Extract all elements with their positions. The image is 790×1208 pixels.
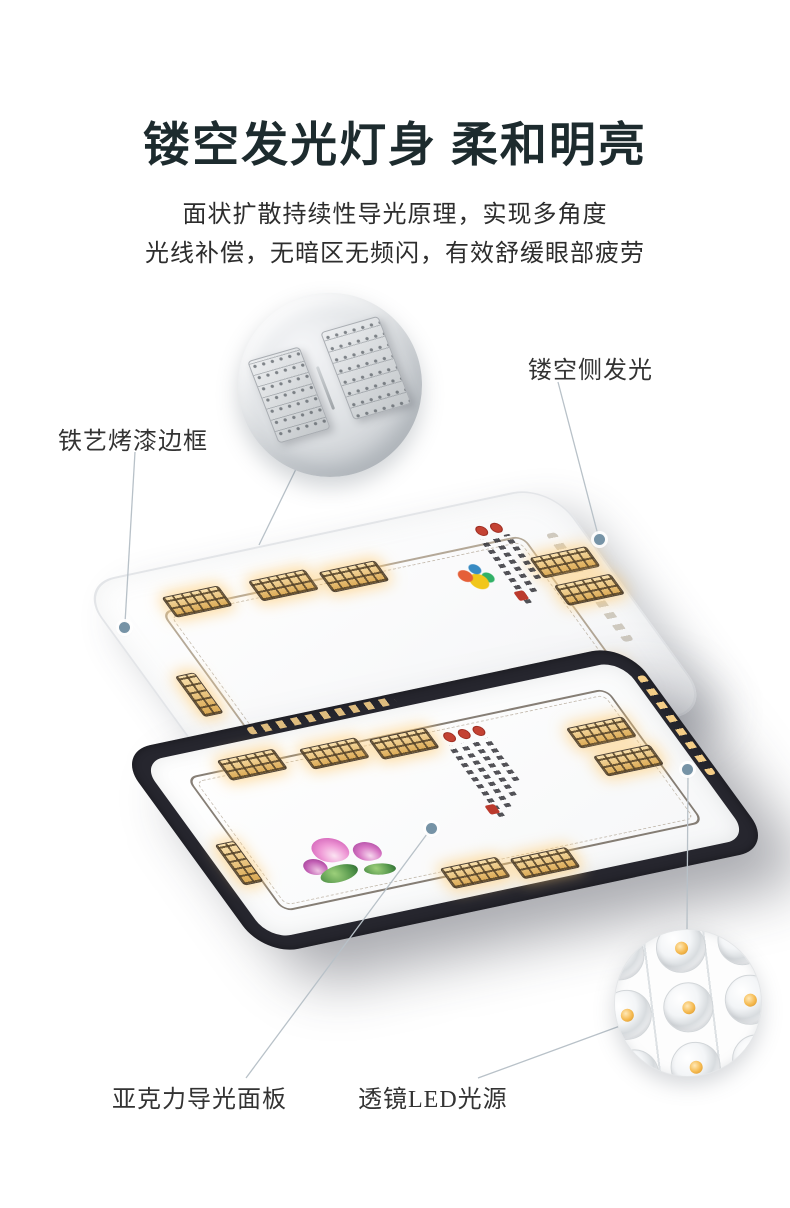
leader-line-zoom-to-lamp [258,466,298,546]
led-lens [615,987,655,1043]
led-lens [615,930,648,984]
page-subtitle: 面状扩散持续性导光原理，实现多角度 光线补偿，无暗区无频闪，有效舒缓眼部疲劳 [0,196,790,274]
red-seal-stamps [472,521,506,537]
led-lens [615,1046,662,1076]
callout-label-acrylic-panel: 亚克力导光面板 [112,1087,287,1113]
callout-dot-side-glow [594,534,605,545]
led-lens [653,930,709,976]
led-lens-zoom-circle [614,929,762,1077]
leader-line-led-label [477,1025,621,1079]
hollow-metal-plate [247,346,331,444]
hollow-metal-plate [320,315,412,421]
led-lens [729,1031,761,1076]
subtitle-line-1: 面状扩散持续性导光原理，实现多角度 [182,202,608,228]
callout-dot-iron-frame [119,622,130,633]
callout-label-iron-frame: 铁艺烤漆边框 [58,429,208,455]
callout-label-side-glow: 镂空侧发光 [528,358,653,384]
led-lens [660,979,717,1036]
led-lens [721,971,761,1028]
gold-lattice-panel [529,546,601,579]
hollow-pattern-zoom-circle [238,293,422,477]
led-lens [667,1038,724,1076]
subtitle-line-2: 光线补偿，无暗区无频闪，有效舒缓眼部疲劳 [145,241,645,267]
callout-dot-acrylic-panel [426,823,437,834]
gold-lattice-panel [553,573,626,607]
led-lens-grid [615,930,761,1076]
page-title: 镂空发光灯身 柔和明亮 [143,120,647,172]
callout-label-led-source: 透镜LED光源 [358,1087,508,1113]
callout-dot-led-source [682,764,693,775]
led-lens [714,930,761,969]
